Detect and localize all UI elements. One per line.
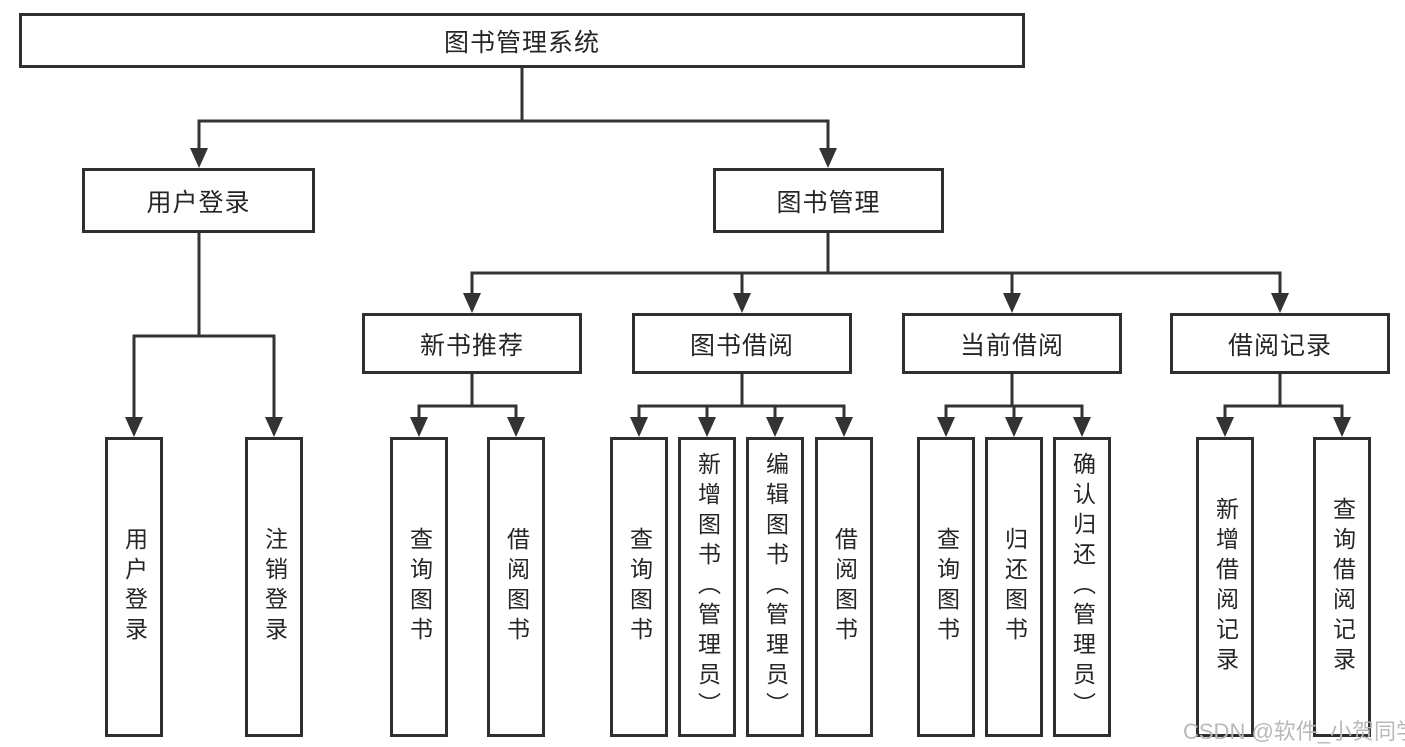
node-label: 注销登录 bbox=[261, 527, 288, 647]
csdn-watermark: CSDN @软件_小贺同学 bbox=[1183, 719, 1405, 744]
node-label: 新增借阅记录 bbox=[1212, 497, 1239, 677]
node-leaf-query-books-2: 查询图书 bbox=[610, 437, 668, 737]
node-label: 新书推荐 bbox=[419, 331, 524, 360]
node-label: 查询图书 bbox=[406, 527, 433, 647]
node-label: 查询借阅记录 bbox=[1329, 497, 1356, 677]
node-label: 借阅记录 bbox=[1227, 331, 1332, 360]
node-leaf-edit-books-admin: 编辑图书（管理员） bbox=[746, 437, 804, 737]
node-leaf-logout: 注销登录 bbox=[245, 437, 303, 737]
node-book-borrow: 图书借阅 bbox=[632, 313, 852, 374]
node-label: 图书管理系统 bbox=[443, 28, 600, 57]
node-user-login: 用户登录 bbox=[82, 168, 315, 233]
node-label: 图书借阅 bbox=[689, 331, 794, 360]
node-root-system: 图书管理系统 bbox=[19, 13, 1025, 68]
node-leaf-query-books-3: 查询图书 bbox=[917, 437, 975, 737]
node-current-borrow: 当前借阅 bbox=[902, 313, 1122, 374]
node-label: 借阅图书 bbox=[831, 527, 858, 647]
node-label: 新增图书（管理员） bbox=[694, 452, 721, 722]
node-leaf-borrow-books: 借阅图书 bbox=[487, 437, 545, 737]
arrowhead-icons bbox=[125, 148, 1351, 437]
node-borrow-records: 借阅记录 bbox=[1170, 313, 1390, 374]
node-label: 当前借阅 bbox=[959, 331, 1064, 360]
node-label: 查询图书 bbox=[933, 527, 960, 647]
node-label: 归还图书 bbox=[1001, 527, 1028, 647]
node-leaf-add-books-admin: 新增图书（管理员） bbox=[678, 437, 736, 737]
node-label: 查询图书 bbox=[626, 527, 653, 647]
node-leaf-add-borrow-record: 新增借阅记录 bbox=[1196, 437, 1254, 737]
node-label: 确认归还（管理员） bbox=[1069, 452, 1096, 722]
node-label: 借阅图书 bbox=[503, 527, 530, 647]
node-label: 用户登录 bbox=[146, 188, 251, 217]
node-leaf-query-books: 查询图书 bbox=[390, 437, 448, 737]
node-leaf-user-login: 用户登录 bbox=[105, 437, 163, 737]
node-label: 图书管理 bbox=[776, 188, 881, 217]
node-leaf-borrow-books-2: 借阅图书 bbox=[815, 437, 873, 737]
node-book-management: 图书管理 bbox=[713, 168, 944, 233]
node-new-book-recommend: 新书推荐 bbox=[362, 313, 582, 374]
node-label: 编辑图书（管理员） bbox=[762, 452, 789, 722]
node-label: 用户登录 bbox=[121, 527, 148, 647]
node-leaf-query-borrow-record: 查询借阅记录 bbox=[1313, 437, 1371, 737]
node-leaf-return-books: 归还图书 bbox=[985, 437, 1043, 737]
node-leaf-confirm-return-admin: 确认归还（管理员） bbox=[1053, 437, 1111, 737]
